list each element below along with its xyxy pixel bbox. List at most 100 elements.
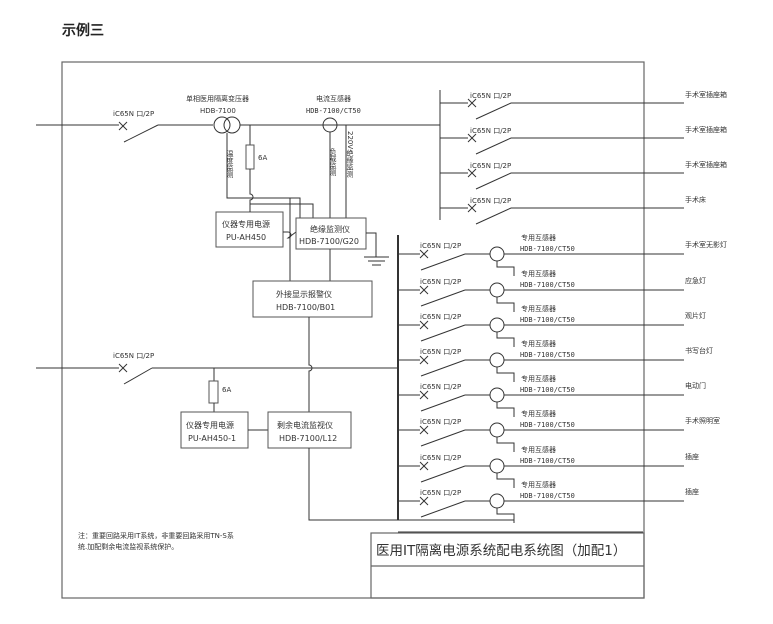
breaker-label: iC65N 口/2P [470, 127, 511, 135]
breaker-x-icon [467, 133, 477, 143]
power-supply-1-model: PU-AH450 [226, 233, 266, 242]
main-breaker-1: iC65N 口/2P [113, 110, 159, 143]
ct-name: 专用互感器 [521, 480, 556, 489]
breaker-contact [420, 500, 466, 518]
insulation-monitor-label: 220V绝缘监测 [346, 131, 354, 178]
ct-model: HDB-7100/CT50 [520, 351, 575, 359]
breaker-contact [475, 172, 512, 190]
ct-name: 专用互感器 [521, 374, 556, 383]
alarm-display-model: HDB-7100/B01 [276, 303, 335, 312]
load-label: 电动门 [685, 381, 706, 390]
breaker-x-icon [419, 496, 429, 506]
lower-branch-7: iC65N 口/2P 专用互感器 HDB-7100/CT50 插座 [398, 445, 699, 488]
rcm-box: 剩余电流监视仪 HDB-7100/L12 [267, 411, 352, 449]
ct-model: HDB-7100/CT50 [520, 386, 575, 394]
ct-name: 专用互感器 [521, 339, 556, 348]
breaker-label: iC65N 口/2P [470, 197, 511, 205]
transformer-coil-1-icon [213, 116, 231, 134]
fuse-wire-down [249, 169, 254, 212]
breaker-x-icon [467, 203, 477, 213]
breaker-label: iC65N 口/2P [420, 383, 461, 391]
ct-signal-wire [496, 367, 515, 382]
breaker-x-icon [419, 285, 429, 295]
breaker-label: iC65N 口/2P [470, 162, 511, 170]
breaker-contact [420, 394, 466, 412]
ct-signal-wire [496, 473, 515, 488]
transformer-coil-2-icon [223, 116, 241, 134]
ct-signal-wire [496, 508, 515, 523]
upper-branch-4: iC65N 口/2P 手术床 [440, 195, 706, 225]
load-label: 插座 [685, 487, 699, 496]
ct-icon [489, 387, 505, 403]
power-supply-2-box: 仪器专用电源 PU-AH450-1 [180, 411, 249, 449]
load-label: 插座 [685, 452, 699, 461]
ct-model: HDB-7100/CT50 [520, 457, 575, 465]
insulation-monitor-box: 绝缘监测仪 HDB-7100/G20 [295, 217, 367, 250]
upper-branch-2: iC65N 口/2P 手术室插座箱 [440, 125, 727, 155]
breaker-label: iC65N 口/2P [420, 454, 461, 462]
ct-model: HDB-7100/CT50 [306, 107, 361, 115]
ct-model: HDB-7100/CT50 [520, 245, 575, 253]
breaker-label: iC65N 口/2P [420, 418, 461, 426]
breaker-x-icon [419, 320, 429, 330]
ground-icon [364, 232, 389, 266]
load-label: 手术照明室 [685, 416, 720, 425]
drawing-frame [61, 61, 645, 599]
load-label: 应急灯 [685, 276, 706, 285]
breaker-contact [420, 359, 466, 377]
main-breaker-2: iC65N 口/2P [113, 352, 154, 385]
breaker-contact [475, 207, 512, 225]
main-breaker-2-label: iC65N 口/2P [113, 352, 154, 360]
ct-icon [489, 352, 505, 368]
ct-icon [489, 282, 505, 298]
ct-name: 专用互感器 [521, 269, 556, 278]
ct-name: 专用互感器 [521, 304, 556, 313]
ct-name: 专用互感器 [521, 409, 556, 418]
breaker-label: iC65N 口/2P [420, 242, 461, 250]
breaker-x-icon [419, 390, 429, 400]
breaker-contact [420, 253, 466, 271]
breaker-contact [420, 324, 466, 342]
transformer-model: HDB-7100 [200, 107, 236, 115]
fuse-rating: 6A [258, 154, 267, 162]
power-supply-1-name: 仪器专用电源 [222, 219, 270, 229]
breaker-x-icon [467, 168, 477, 178]
ct-icon [489, 246, 505, 262]
breaker-label: iC65N 口/2P [420, 278, 461, 286]
title-block: 医用IT隔离电源系统配电系统图（加配1） [370, 532, 645, 599]
ct-signal-wire [496, 402, 515, 417]
load-label: 观片灯 [685, 311, 706, 320]
fuse-2-icon [208, 380, 219, 404]
breaker-x-icon [419, 461, 429, 471]
ct-model: HDB-7100/CT50 [520, 421, 575, 429]
breaker-x-icon [419, 249, 429, 259]
fuse-icon [245, 144, 255, 170]
transformer-name: 单相医用隔离变压器 [186, 94, 249, 103]
insulation-monitor-name: 绝缘监测仪 [310, 224, 350, 234]
ct-signal-wire [496, 261, 515, 276]
alarm-to-rcm [308, 317, 313, 412]
isolation-transformer: 单相医用隔离变压器 HDB-7100 [186, 94, 249, 134]
note-line-1: 注：重要回路采用IT系统，非重要回路采用TN-S系 [78, 531, 234, 540]
power-supply-2-name: 仪器专用电源 [186, 420, 234, 430]
ct-icon [489, 422, 505, 438]
load-label: 手术室插座箱 [685, 90, 727, 99]
load-monitor-label: 负载监测 [329, 147, 337, 177]
ct-model: HDB-7100/CT50 [520, 492, 575, 500]
breaker-contact [420, 465, 466, 483]
breaker-x-icon [419, 425, 429, 435]
alarm-display-box: 外接显示报警仪 HDB-7100/B01 [252, 280, 373, 318]
ct-model: HDB-7100/CT50 [520, 316, 575, 324]
load-label: 手术床 [685, 195, 706, 204]
temp-monitor-label: 温度监测 [226, 149, 234, 179]
breaker-x-icon [467, 98, 477, 108]
load-label: 手术室插座箱 [685, 125, 727, 134]
drawing-title: 医用IT隔离电源系统配电系统图（加配1） [376, 542, 626, 559]
lower-branch-6: iC65N 口/2P 专用互感器 HDB-7100/CT50 手术照明室 [398, 409, 720, 452]
